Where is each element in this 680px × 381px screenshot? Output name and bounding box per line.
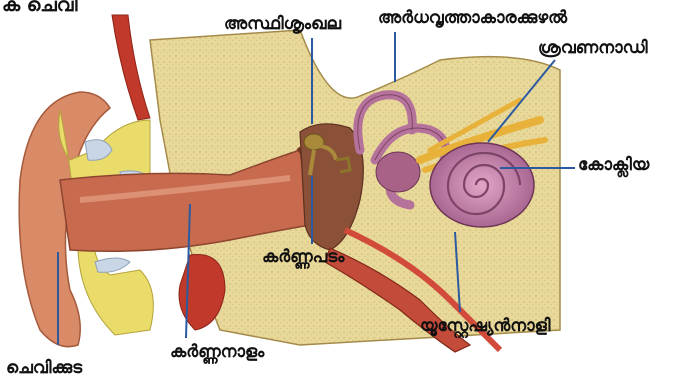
label-auditory-nerve: ശ്രവണനാഡി — [538, 40, 648, 57]
blood-vessel — [112, 15, 150, 120]
label-semicircular-canals: അർധവൃത്താകാരക്കുഴൽ — [378, 10, 567, 27]
label-pinna: ചെവിക്കുട — [6, 360, 82, 377]
cartilage-gap-3 — [95, 258, 130, 272]
figure-title-partial: ക ചെവി — [2, 0, 78, 15]
vestibule — [376, 152, 420, 192]
label-eardrum: കർണ്ണപടം — [262, 249, 344, 266]
cochlea-shape — [430, 143, 534, 227]
label-ossicles: അസ്ഥിശൃംഖല — [224, 16, 341, 33]
label-cochlea: കോക്ലിയ — [578, 157, 649, 174]
label-eustachian-tube: യൂസ്റ്റേഷ്യൻനാളി — [420, 318, 550, 335]
label-ear-canal: കർണ്ണനാളം — [170, 344, 264, 361]
